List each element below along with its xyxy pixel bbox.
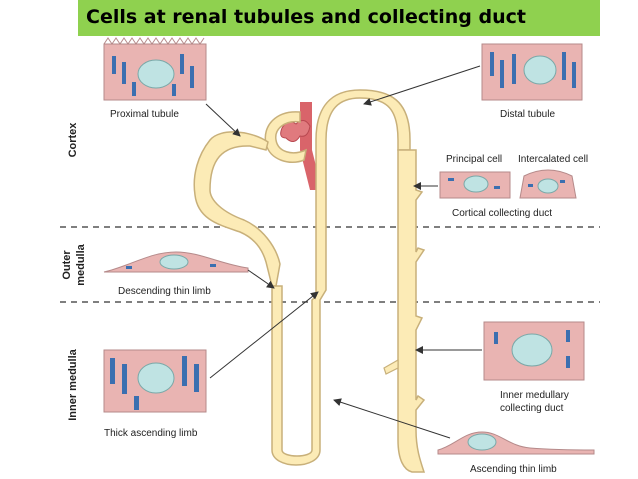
principal-cell bbox=[439, 171, 511, 199]
zone-label-inner-medulla: Inner medulla bbox=[67, 348, 79, 420]
distal-tubule-cell bbox=[481, 43, 583, 101]
inner-medullary-collecting-duct-cell bbox=[483, 321, 585, 381]
label-thick-ascending-limb: Thick ascending limb bbox=[104, 428, 198, 439]
loop-of-henle bbox=[271, 89, 411, 466]
label-collecting-duct: collecting duct bbox=[500, 403, 564, 414]
page-title: Cells at renal tubules and collecting du… bbox=[86, 6, 526, 28]
zone-label-outer: Outer bbox=[61, 250, 73, 280]
arrow-proximal bbox=[205, 103, 241, 137]
label-ascending-thin-limb: Ascending thin limb bbox=[470, 464, 557, 475]
proximal-tubule-cell bbox=[103, 37, 207, 101]
arrow-descending-thin bbox=[247, 269, 275, 289]
proximal-tubule-tube bbox=[193, 131, 281, 287]
label-inner-medullary: Inner medullary bbox=[500, 390, 569, 401]
collecting-duct-branch bbox=[383, 358, 399, 375]
label-cortical-collecting-duct: Cortical collecting duct bbox=[452, 208, 552, 219]
label-descending-thin-limb: Descending thin limb bbox=[118, 286, 211, 297]
label-intercalated-cell: Intercalated cell bbox=[518, 154, 588, 165]
zone-label-medulla: medulla bbox=[75, 243, 87, 285]
intercalated-cell bbox=[519, 169, 577, 199]
bowmans-capsule bbox=[264, 111, 308, 164]
ascending-thin-limb-cell bbox=[437, 431, 595, 455]
zone-label-cortex: Cortex bbox=[67, 122, 79, 158]
label-distal-tubule: Distal tubule bbox=[500, 109, 555, 120]
descending-thin-limb-cell bbox=[103, 251, 249, 273]
label-proximal-tubule: Proximal tubule bbox=[110, 109, 179, 120]
title-bar: Cells at renal tubules and collecting du… bbox=[78, 0, 600, 36]
label-principal-cell: Principal cell bbox=[446, 154, 502, 165]
arrow-distal bbox=[363, 65, 481, 106]
glomerulus bbox=[280, 120, 311, 142]
arrow-thick-ascending bbox=[209, 291, 319, 379]
thick-ascending-limb-cell bbox=[103, 349, 207, 413]
collecting-duct bbox=[397, 149, 426, 473]
arrow-ascending-thin bbox=[333, 398, 451, 439]
